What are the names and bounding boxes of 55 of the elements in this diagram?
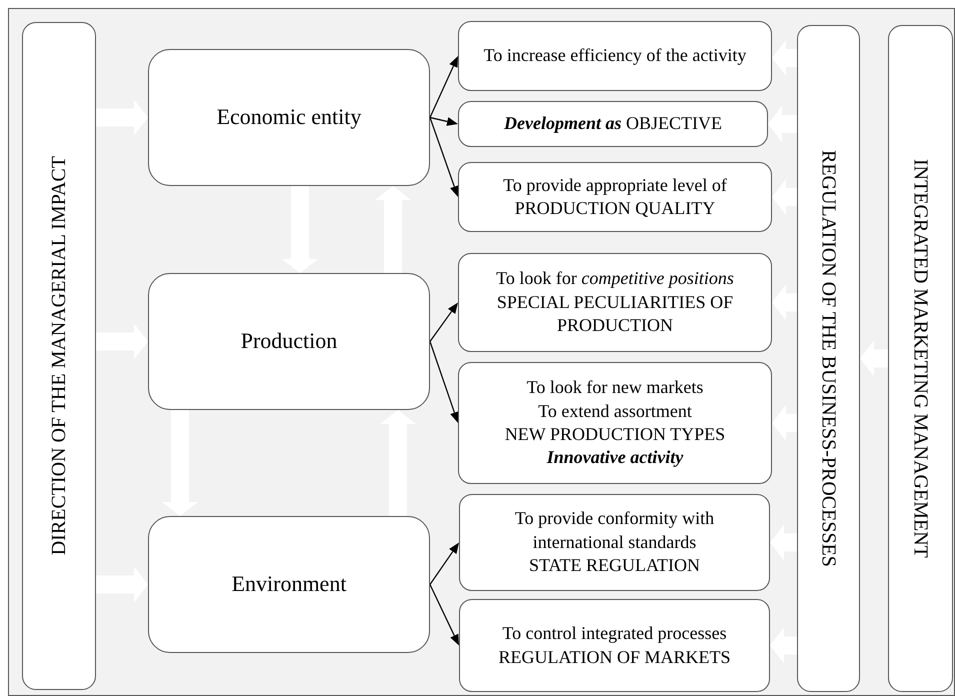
box-text: To increase efficiency of the activity <box>482 44 748 68</box>
rounded-box <box>458 253 772 352</box>
rounded-box <box>458 362 772 484</box>
block-arrow <box>96 100 148 136</box>
arrow <box>429 56 458 118</box>
box-text: SPECIAL PECULIARITIES OF PRODUCTION <box>496 290 734 338</box>
box-text: To provide appropriate level of <box>502 174 728 197</box>
box-text: To extend assortment <box>537 400 693 423</box>
rounded-box <box>458 162 772 232</box>
block-arrow <box>772 40 797 76</box>
block-arrow <box>282 186 318 273</box>
arrow <box>430 542 459 585</box>
block-arrow <box>96 566 148 602</box>
block-arrow <box>770 628 797 664</box>
block-arrow <box>375 186 411 273</box>
box-text: Innovative activity <box>546 446 684 470</box>
box-text: STATE REGULATION <box>528 554 702 578</box>
block-arrow <box>860 340 888 376</box>
block-arrow <box>380 410 416 516</box>
arrow <box>429 117 459 197</box>
box-text: To provide conformity with international standards <box>514 507 716 554</box>
box-text: INTEGRATED MARKETING MANAGEMENT <box>910 159 930 558</box>
box-text: Development as OBJECTIVE <box>502 112 723 136</box>
box-text: To look for competitive positions <box>495 267 735 290</box>
rounded-box <box>458 101 768 147</box>
box-text: To control integrated processes <box>501 622 728 646</box>
box-text: Production <box>240 328 338 355</box>
block-arrow <box>768 106 797 142</box>
block-arrow <box>772 405 797 441</box>
box-text: PRODUCTION QUALITY <box>514 197 716 220</box>
vertical-panel <box>888 25 953 692</box>
box-text: DIRECTION OF THE MANAGERIAL IMPACT <box>49 156 69 556</box>
vertical-panel <box>797 25 860 692</box>
box-text: NEW PRODUCTION TYPES <box>504 423 726 446</box>
arrow <box>429 341 459 423</box>
box-text: Environment <box>232 571 346 598</box>
rounded-box <box>459 494 770 591</box>
arrow <box>429 584 459 646</box>
block-arrow <box>770 524 797 560</box>
rounded-box <box>148 516 430 653</box>
block-arrow <box>96 324 148 360</box>
box-text: REGULATION OF THE BUSINESS-PROCESSES <box>818 150 838 567</box>
block-arrow <box>772 179 797 215</box>
arrow <box>430 116 458 126</box>
box-text: To look for new markets <box>526 376 704 400</box>
box-text: Economic entity <box>216 104 362 131</box>
block-arrow <box>772 284 797 320</box>
arrow <box>430 302 458 342</box>
vertical-panel <box>22 22 96 690</box>
block-arrow <box>162 410 198 516</box>
rounded-box <box>459 599 770 692</box>
rounded-box <box>458 21 772 91</box>
rounded-box <box>148 49 430 186</box>
rounded-box <box>148 273 430 410</box>
box-text: REGULATION OF MARKETS <box>497 646 732 668</box>
